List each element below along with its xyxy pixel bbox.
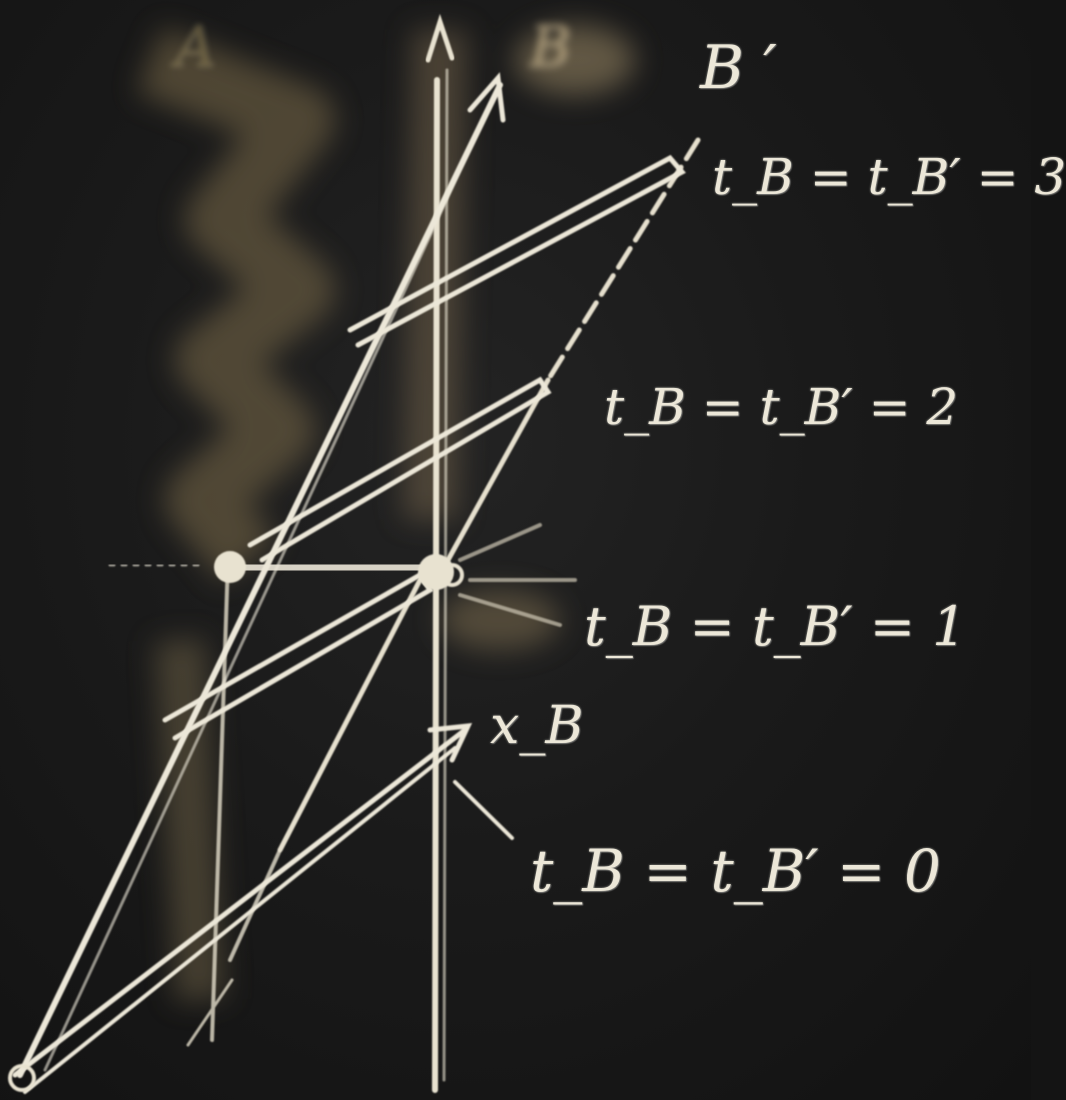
light-rays xyxy=(458,523,577,627)
x-b-axis xyxy=(12,727,468,1078)
worldline-a-axis xyxy=(186,558,234,1047)
simultaneity-line-t2 xyxy=(247,376,552,563)
label-time-1: t_B = t_B′ = 1 xyxy=(584,595,967,658)
events xyxy=(8,551,464,1092)
spacetime-diagram xyxy=(8,13,701,1094)
label-time-0: t_B = t_B′ = 0 xyxy=(530,837,941,905)
origin-dot xyxy=(8,1064,36,1092)
label-a: A xyxy=(175,15,216,80)
worldline-b-prime xyxy=(17,72,506,1078)
label-x-b-axis: x_B xyxy=(490,696,584,756)
simultaneity-lines xyxy=(12,154,686,1094)
label-b: B xyxy=(530,15,572,80)
label-time-3: t_B = t_B′ = 3 xyxy=(712,148,1066,206)
event-a-dot xyxy=(214,551,246,583)
label-time-2: t_B = t_B′ = 2 xyxy=(604,378,959,436)
pointer-t0 xyxy=(453,780,514,840)
worldline-b-prime-right xyxy=(228,137,701,962)
simultaneity-line-t3 xyxy=(347,154,686,348)
event-connector xyxy=(108,560,439,577)
label-b-prime: B ′ xyxy=(700,33,777,103)
